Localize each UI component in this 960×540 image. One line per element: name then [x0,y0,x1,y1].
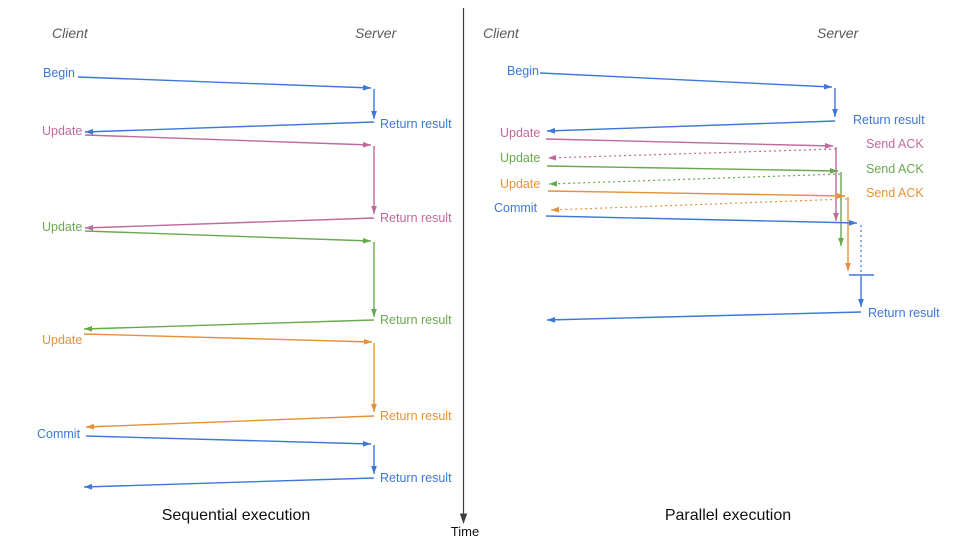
server-processing-arrowhead-icon [838,238,844,246]
return-result-response-arrow [546,311,862,321]
server-lifeline-label: Server [817,25,860,41]
return-result-label: Return result [868,306,940,320]
return-result-label: Return result [380,471,452,485]
server-processing-arrowhead-icon [371,111,377,119]
send-ack-label: Send ACK [866,137,924,151]
update-request-arrowhead-icon [362,141,371,148]
server-processing-arrowhead-icon [371,206,377,214]
client-lifeline-label: Client [483,25,520,41]
server-processing-arrowhead-icon [845,263,851,271]
return-result-label: Return result [380,409,452,423]
begin-label: Begin [507,64,539,78]
update-request-arrow [83,333,373,343]
send-ack-response-arrowhead-icon [549,180,558,187]
send-ack-response-arrowhead-icon [548,154,557,161]
return-result-label: Return result [380,313,452,327]
server-processing-arrowhead-icon [371,404,377,412]
message-arrows-layer [77,76,377,490]
update-request-arrow [546,165,839,172]
sequential-diagram: Client Server Sequential execution Begin… [37,25,452,524]
return-result-response-arrow [84,217,375,229]
return-result-response-arrow [85,415,375,428]
send-ack-label: Send ACK [866,186,924,200]
send-ack-response-arrow [550,198,848,211]
server-processing-arrowhead-icon [832,109,838,117]
update-request-arrow [545,138,834,147]
begin-request-arrowhead-icon [823,83,832,90]
update-label: Update [42,124,82,138]
update-request-arrow [84,134,372,146]
return-result-response-arrow [84,121,375,133]
return-result-label: Return result [380,117,452,131]
return-result-response-arrow [546,120,836,132]
return-result-response-arrowhead-icon [547,316,556,323]
diagram-title: Parallel execution [665,507,791,524]
begin-request-arrow [77,76,372,89]
return-result-response-arrowhead-icon [85,224,94,231]
return-result-response-arrow [83,319,375,330]
return-result-response-arrowhead-icon [85,128,94,135]
send-ack-response-arrowhead-icon [551,206,560,213]
server-processing-arrowhead-icon [858,299,864,307]
return-result-label: Return result [380,211,452,225]
update-request-arrowhead-icon [836,192,845,199]
return-result-response-arrow [83,477,375,488]
return-result-response-arrowhead-icon [547,127,556,134]
server-processing-arrowhead-icon [833,213,839,221]
send-ack-response-arrow [548,173,841,185]
server-lifeline-label: Server [355,25,398,41]
return-result-response-arrowhead-icon [86,423,95,430]
begin-request-arrowhead-icon [362,84,371,91]
commit-request-arrowhead-icon [362,440,371,447]
update-label: Update [42,220,82,234]
update-request-arrowhead-icon [362,237,371,244]
return-result-response-arrowhead-icon [84,325,93,332]
parallel-diagram: Client Server Parallel execution BeginUp… [483,25,940,524]
update-request-arrowhead-icon [829,167,838,174]
update-label: Update [500,177,540,191]
update-label: Update [42,333,82,347]
time-axis-arrowhead-icon [459,513,468,524]
commit-label: Commit [37,427,81,441]
message-arrows-layer [539,72,874,323]
commit-request-arrow [545,215,858,224]
time-axis-label: Time [451,524,479,539]
update-label: Update [500,126,540,140]
update-request-arrow [547,190,846,197]
client-lifeline-label: Client [52,25,89,41]
server-processing-arrowhead-icon [371,466,377,474]
diagram-title: Sequential execution [162,507,311,524]
send-ack-label: Send ACK [866,162,924,176]
update-request-arrowhead-icon [824,142,833,149]
time-axis: Time [451,8,479,539]
return-result-label: Return result [853,113,925,127]
update-request-arrow [84,230,372,242]
update-label: Update [500,151,540,165]
return-result-response-arrowhead-icon [84,483,93,490]
begin-label: Begin [43,66,75,80]
begin-request-arrow [539,72,833,88]
server-processing-arrowhead-icon [371,309,377,317]
update-request-arrowhead-icon [363,338,372,345]
commit-request-arrow [85,435,372,445]
send-ack-response-arrow [547,148,837,159]
commit-label: Commit [494,201,538,215]
commit-request-arrowhead-icon [848,219,857,226]
